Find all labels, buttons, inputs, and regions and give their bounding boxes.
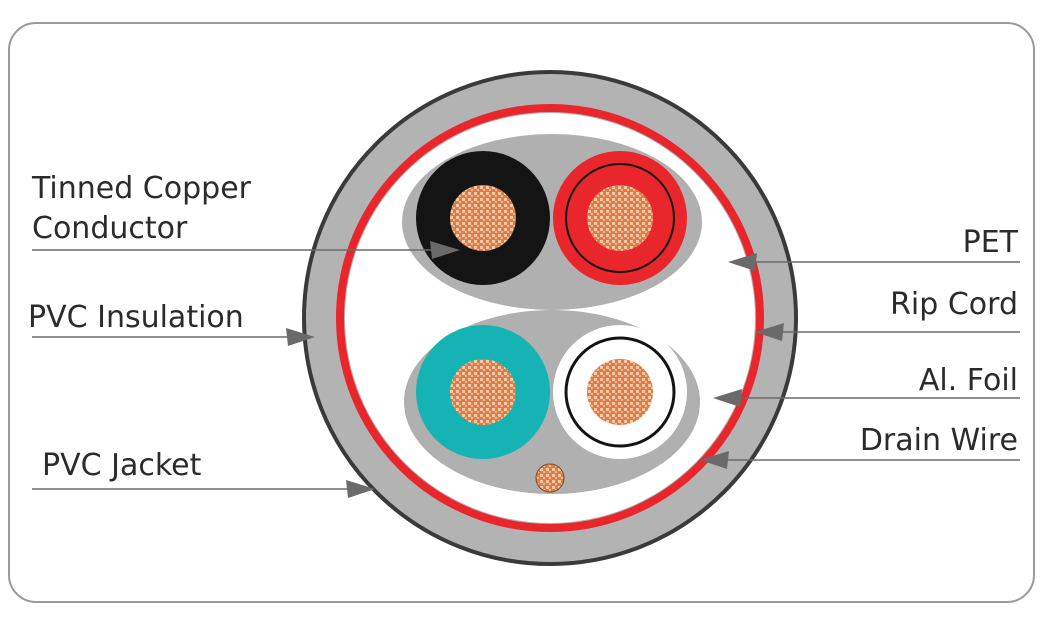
leader-pvc-jacket bbox=[32, 480, 375, 498]
leader-drain-wire bbox=[700, 451, 1020, 469]
white-copper-conductor bbox=[587, 359, 653, 425]
rip-cord-ring bbox=[336, 104, 764, 532]
label-rip-cord: Rip Cord bbox=[890, 287, 1018, 322]
red-copper-conductor bbox=[587, 185, 653, 251]
leader-tinned-copper bbox=[32, 241, 460, 259]
red-insulation-stripe bbox=[565, 163, 675, 273]
teal-copper-conductor bbox=[450, 359, 516, 425]
white-insulation-outline bbox=[564, 336, 676, 448]
label-pvc-jacket: PVC Jacket bbox=[42, 448, 202, 483]
leader-pvc-insulation bbox=[32, 328, 315, 346]
label-al-foil: Al. Foil bbox=[919, 363, 1018, 398]
leader-al-foil bbox=[713, 389, 1020, 407]
leader-pet bbox=[728, 253, 1020, 271]
label-tinned-copper-line1: Tinned Copper bbox=[31, 171, 252, 206]
label-drain-wire: Drain Wire bbox=[860, 423, 1018, 458]
black-copper-conductor bbox=[450, 185, 516, 251]
drain-wire bbox=[535, 463, 565, 493]
leader-rip-cord bbox=[755, 323, 1020, 341]
label-tinned-copper-line2: Conductor bbox=[32, 211, 188, 246]
label-pvc-insulation: PVC Insulation bbox=[28, 300, 244, 335]
label-pet: PET bbox=[963, 225, 1019, 260]
